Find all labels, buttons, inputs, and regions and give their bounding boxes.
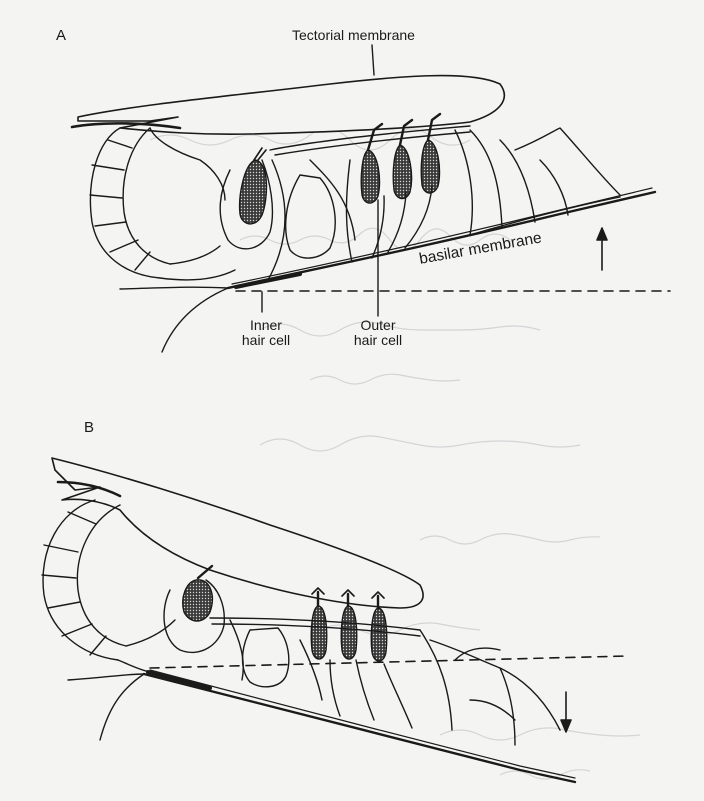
spiral-cells-a (90, 128, 235, 280)
panel-a-letter: A (56, 28, 66, 44)
hensen-cells-b (420, 630, 560, 745)
basilar-arrow-up (597, 228, 607, 270)
background-handwriting (150, 129, 640, 779)
reference-line-b (150, 656, 628, 668)
inner-hair-cell-label: Inner hair cell (238, 318, 294, 347)
inner-hair-cell-label-line2: hair cell (238, 333, 294, 348)
tectorial-membrane-a (78, 76, 504, 135)
outer-hair-cell-label-line2: hair cell (346, 333, 410, 348)
basilar-arrow-down (561, 692, 571, 732)
tectorial-membrane-b (52, 458, 423, 608)
inner-hair-cell-label-line1: Inner (238, 318, 294, 333)
outer-hair-cell-label: Outer hair cell (346, 318, 410, 347)
inner-hair-cell-a (240, 160, 267, 224)
tectorial-membrane-label: Tectorial membrane (292, 28, 415, 43)
panel-b-letter: B (84, 420, 94, 436)
panel-b-drawing (42, 458, 628, 782)
outer-hair-cell-label-line1: Outer (346, 318, 410, 333)
panel-a-drawing (72, 45, 670, 352)
basilar-membrane-b (144, 674, 575, 782)
inner-hair-cell-b (183, 580, 213, 621)
